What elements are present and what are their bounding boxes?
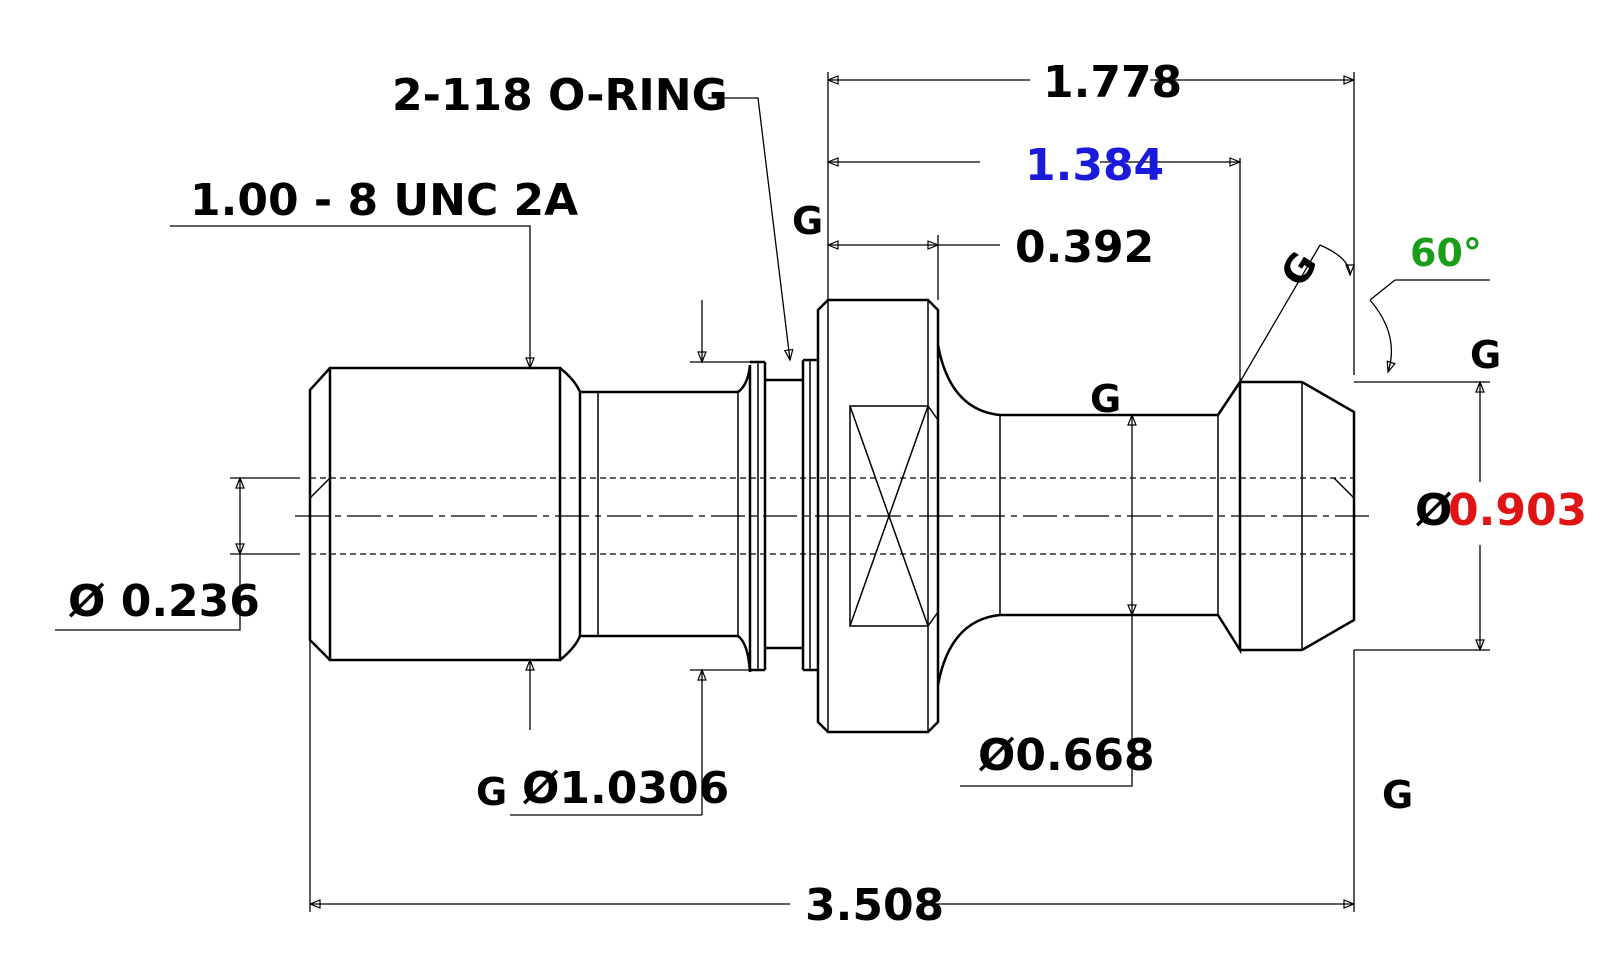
thread-label: 1.00 - 8 UNC 2A [190, 175, 578, 226]
finish-mark: G [476, 770, 507, 814]
dim-1384: 1.384 [1025, 140, 1164, 191]
angle-60: 60° [1410, 231, 1482, 275]
dim-0236: Ø 0.236 [68, 576, 260, 627]
dim-0668: Ø0.668 [978, 730, 1155, 781]
part-outline [295, 298, 1370, 734]
finish-mark: G [1090, 377, 1121, 421]
finish-mark: G [1272, 244, 1326, 294]
finish-mark: G [792, 199, 823, 243]
oring-label: 2-118 O-RING [392, 70, 728, 121]
finish-marks: G G G G G G [476, 199, 1501, 817]
dim-3508: 3.508 [805, 880, 944, 931]
dim-1778: 1.778 [1043, 57, 1182, 108]
dimension-lines [55, 72, 1490, 912]
dim-0903: 0.903 [1448, 485, 1587, 536]
dim-0903-symbol: Ø [1415, 485, 1452, 536]
dimension-labels: 2-118 O-RING 1.00 - 8 UNC 2A 1.778 1.384… [68, 57, 1587, 931]
finish-mark: G [1470, 333, 1501, 377]
dim-0392: 0.392 [1015, 222, 1154, 273]
dim-10306: Ø1.0306 [522, 763, 729, 814]
finish-mark: G [1382, 773, 1413, 817]
